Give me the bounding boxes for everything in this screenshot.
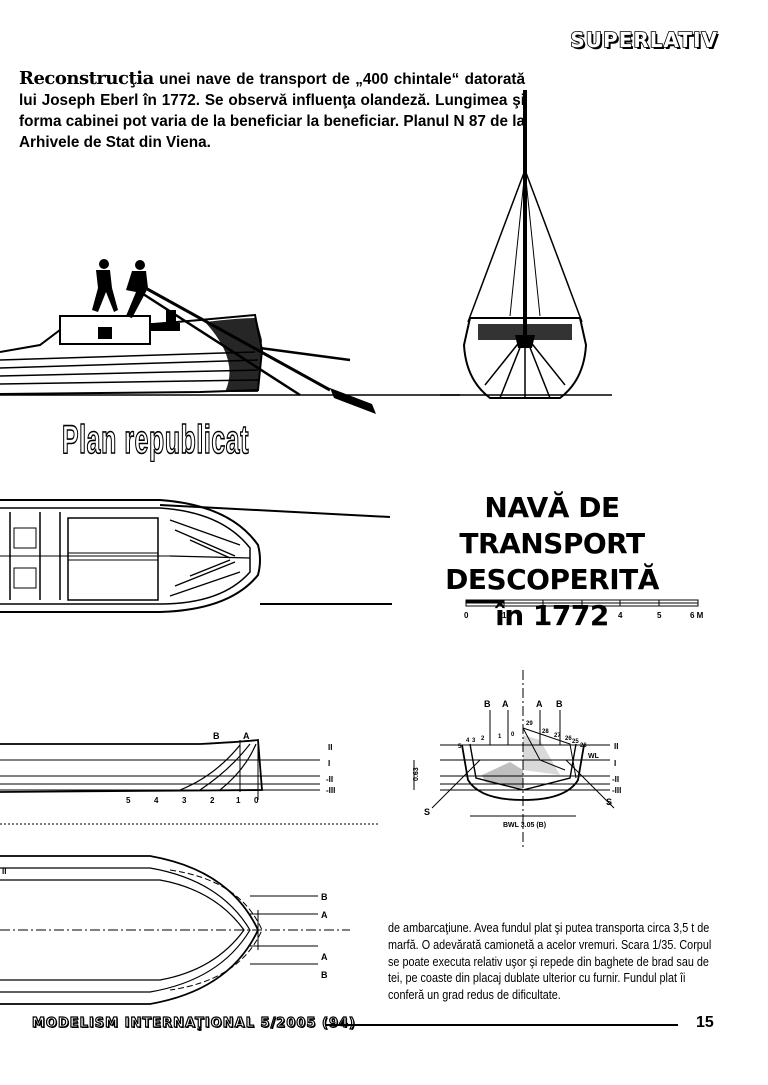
deck-view-plan <box>0 499 392 613</box>
body-plan-station: 1 <box>498 734 502 740</box>
halfbreadth-line: A <box>321 952 328 962</box>
scale-bar <box>465 599 699 607</box>
profile-waterline: II <box>328 743 332 752</box>
scale-tick: 5 <box>657 611 662 620</box>
profile-waterline: -III <box>326 786 335 795</box>
body-plan-station: 25 <box>572 739 579 745</box>
body-plan-station: 26 <box>565 736 572 742</box>
figure-caption: Reconstrucţia unei nave de transport de … <box>19 68 525 153</box>
halfbreadth-left-label: II <box>2 867 6 876</box>
body-plan-s: S <box>424 807 430 817</box>
side-view-illustration <box>0 259 460 414</box>
body-plan-station: 28 <box>542 729 549 735</box>
profile-plan <box>0 739 380 825</box>
title-line: în 1772 <box>495 599 609 632</box>
body-plan-top: A <box>502 699 509 709</box>
caption-lead: Reconstrucţia <box>19 68 154 89</box>
body-plan-station: 26 <box>580 743 587 749</box>
profile-station: 1 <box>236 796 241 805</box>
profile-station: 3 <box>182 796 187 805</box>
scale-tick: 4 <box>618 611 623 620</box>
profile-station: 2 <box>210 796 215 805</box>
body-plan-bwl: BWL 3.05 (B) <box>503 822 546 829</box>
profile-station: 0 <box>254 796 259 805</box>
body-plan-station: 2 <box>481 736 485 742</box>
scale-tick: 3 <box>580 611 585 620</box>
scale-tick: 1 <box>502 611 507 620</box>
body-plan-depth: 0.63 <box>413 767 420 781</box>
republished-stamp: Plan republicat <box>62 417 250 463</box>
body-plan-station: 0 <box>511 732 515 738</box>
drawing-labels: 0 1 2 3 4 5 6 M 5 4 3 2 1 0 B A II I -II… <box>2 611 704 980</box>
article-title: NAVĂ DE TRANSPORT DESCOPERITĂ în 1772 <box>392 490 712 634</box>
scale-tick: 0 <box>464 611 469 620</box>
body-plan-station: 27 <box>554 733 561 739</box>
body-plan-s: S <box>606 797 612 807</box>
profile-station: 4 <box>154 796 159 805</box>
body-plan-waterline: -III <box>612 786 621 795</box>
halfbreadth-line: A <box>321 910 328 920</box>
body-plan <box>413 670 615 850</box>
scale-tick: 2 <box>541 611 546 620</box>
body-plan-waterline: -II <box>612 775 619 784</box>
body-plan-top: B <box>556 699 563 709</box>
body-plan-top: A <box>536 699 543 709</box>
stern-view-illustration <box>440 90 612 399</box>
body-plan-waterline: I <box>614 759 616 768</box>
body-plan-station: 4 <box>466 738 470 744</box>
profile-station: 5 <box>126 796 131 805</box>
body-plan-top: B <box>484 699 491 709</box>
caption-text: unei nave de transport de „400 chintale“… <box>19 71 525 151</box>
halfbreadth-line: B <box>321 970 328 980</box>
profile-section: B <box>213 731 220 741</box>
profile-section: A <box>243 731 250 741</box>
body-plan-station: 29 <box>526 721 533 727</box>
footer-rule <box>326 1024 678 1026</box>
profile-waterline: I <box>328 759 330 768</box>
body-plan-waterline: II <box>614 742 618 751</box>
scale-tick: 6 M <box>690 611 704 620</box>
body-plan-station: 5 <box>458 744 462 750</box>
title-line: DESCOPERITĂ <box>445 563 659 596</box>
body-plan-station: 3 <box>472 738 476 744</box>
article-body-text: de ambarcaţiune. Avea fundul plat şi put… <box>388 921 712 1003</box>
halfbreadth-plan <box>0 855 350 1005</box>
magazine-section-brand: SUPERLATIV <box>570 27 718 53</box>
page-number: 15 <box>696 1014 714 1031</box>
profile-waterline: -II <box>326 775 333 784</box>
body-plan-wl: WL <box>588 753 600 760</box>
halfbreadth-line: B <box>321 892 328 902</box>
footer-publication: MODELISM INTERNAŢIONAL 5/2005 (94) <box>31 1015 356 1031</box>
title-line: NAVĂ DE TRANSPORT <box>459 491 645 560</box>
